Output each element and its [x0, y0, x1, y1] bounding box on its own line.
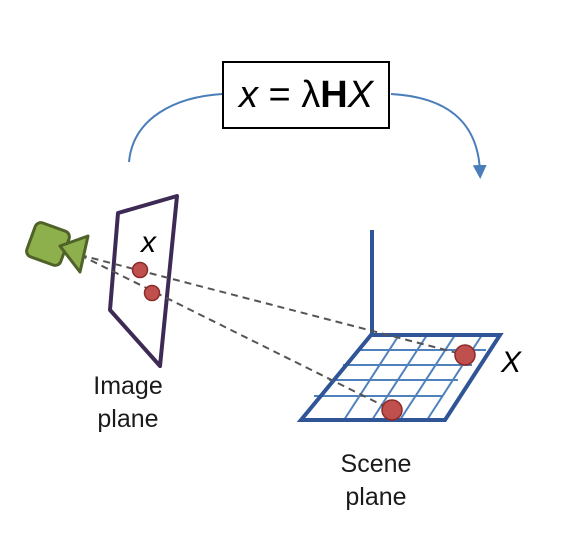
equation-rhs: X	[347, 73, 374, 116]
scene-plane-label: Scene plane	[326, 448, 426, 514]
equation-equals: =	[257, 73, 302, 116]
image-point-label: x	[141, 226, 156, 259]
image-plane-label: Image plane	[78, 370, 178, 436]
scene-plane-label-line1: Scene	[340, 450, 412, 478]
homography-equation: x = λ H X	[222, 61, 390, 129]
image-plane-label-line2: plane	[97, 405, 159, 433]
mapping-arrow-head-segment	[390, 93, 487, 179]
scene-plane	[296, 333, 504, 422]
scene-point-2	[381, 399, 403, 421]
image-plane	[108, 194, 179, 368]
image-point-2	[143, 284, 161, 302]
equation-matrix: H	[320, 73, 348, 116]
scene-point-label: X	[501, 346, 522, 379]
video-camera-icon	[25, 221, 90, 274]
mapping-arrow	[128, 93, 223, 163]
scene-plane-label-line2: plane	[345, 483, 407, 511]
scene-point-1	[454, 344, 476, 366]
equation-lhs: x	[238, 73, 258, 116]
equation-scale: λ	[301, 73, 321, 116]
image-point-1	[131, 261, 149, 279]
image-plane-label-line1: Image	[93, 372, 163, 400]
